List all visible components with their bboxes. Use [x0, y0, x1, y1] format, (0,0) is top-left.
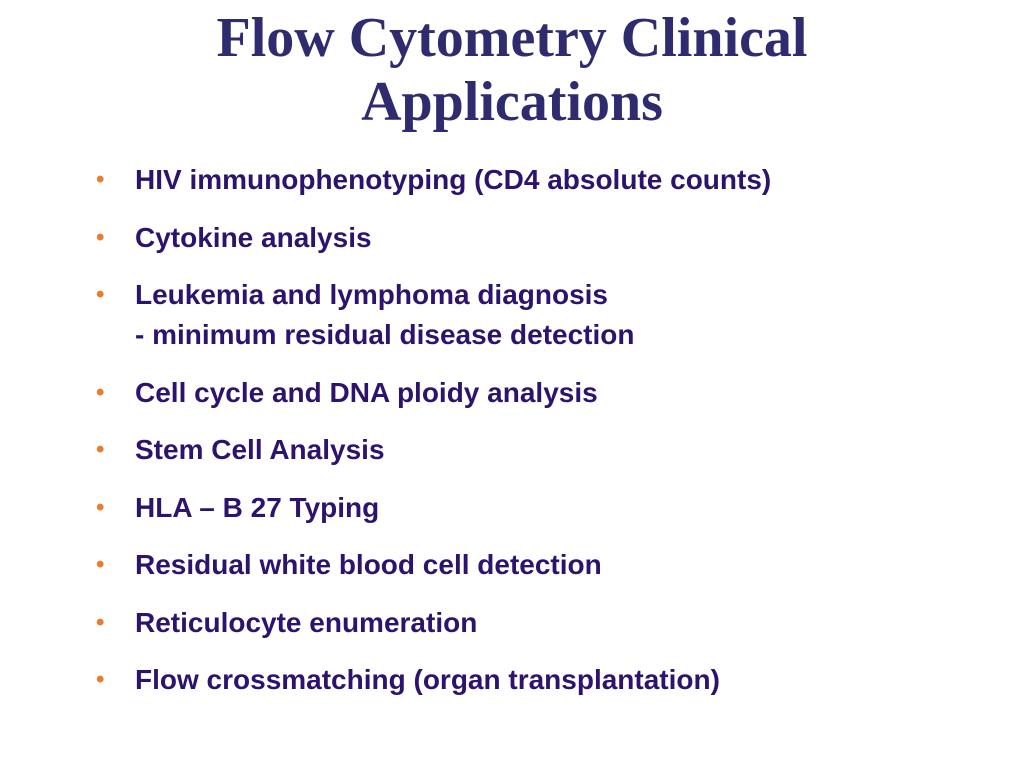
- slide-title: Flow Cytometry Clinical Applications: [0, 6, 1024, 134]
- list-item-text: Leukemia and lymphoma diagnosis: [135, 279, 609, 310]
- bullet-icon: •: [96, 493, 105, 521]
- list-item: • Stem Cell Analysis: [96, 430, 996, 470]
- bullet-icon: •: [96, 666, 105, 693]
- bullet-icon: •: [96, 378, 105, 406]
- list-item-text: HIV immunophenotyping (CD4 absolute coun…: [135, 164, 772, 195]
- list-item: • Cell cycle and DNA ploidy analysis: [96, 373, 996, 413]
- list-item-text: Residual white blood cell detection: [135, 549, 602, 580]
- list-item: • Flow crossmatching (organ transplantat…: [96, 660, 996, 700]
- list-item: • Residual white blood cell detection: [96, 545, 996, 585]
- list-item-subtext: - minimum residual disease detection: [135, 319, 635, 350]
- list-item-text: Flow crossmatching (organ transplantatio…: [135, 664, 720, 695]
- bullet-icon: •: [96, 551, 105, 578]
- bullet-icon: •: [96, 166, 105, 193]
- list-item: • Cytokine analysis: [96, 218, 996, 258]
- bullet-icon: •: [96, 436, 105, 463]
- slide-title-line-1: Flow Cytometry Clinical: [216, 7, 808, 69]
- list-item-text: Stem Cell Analysis: [135, 434, 385, 465]
- bullet-list: • HIV immunophenotyping (CD4 absolute co…: [96, 160, 996, 718]
- bullet-icon: •: [96, 608, 105, 636]
- list-item: • Leukemia and lymphoma diagnosis - mini…: [96, 275, 996, 355]
- list-item: • HLA – B 27 Typing: [96, 488, 996, 528]
- bullet-icon: •: [96, 281, 105, 308]
- list-item: • Reticulocyte enumeration: [96, 603, 996, 643]
- slide-title-line-2: Applications: [361, 71, 663, 133]
- list-item-text: Reticulocyte enumeration: [135, 606, 478, 638]
- list-item-text: Cell cycle and DNA ploidy analysis: [135, 376, 598, 408]
- list-item: • HIV immunophenotyping (CD4 absolute co…: [96, 160, 996, 200]
- list-item-text: HLA – B 27 Typing: [135, 491, 380, 523]
- list-item-text: Cytokine analysis: [135, 221, 372, 253]
- bullet-icon: •: [96, 223, 105, 251]
